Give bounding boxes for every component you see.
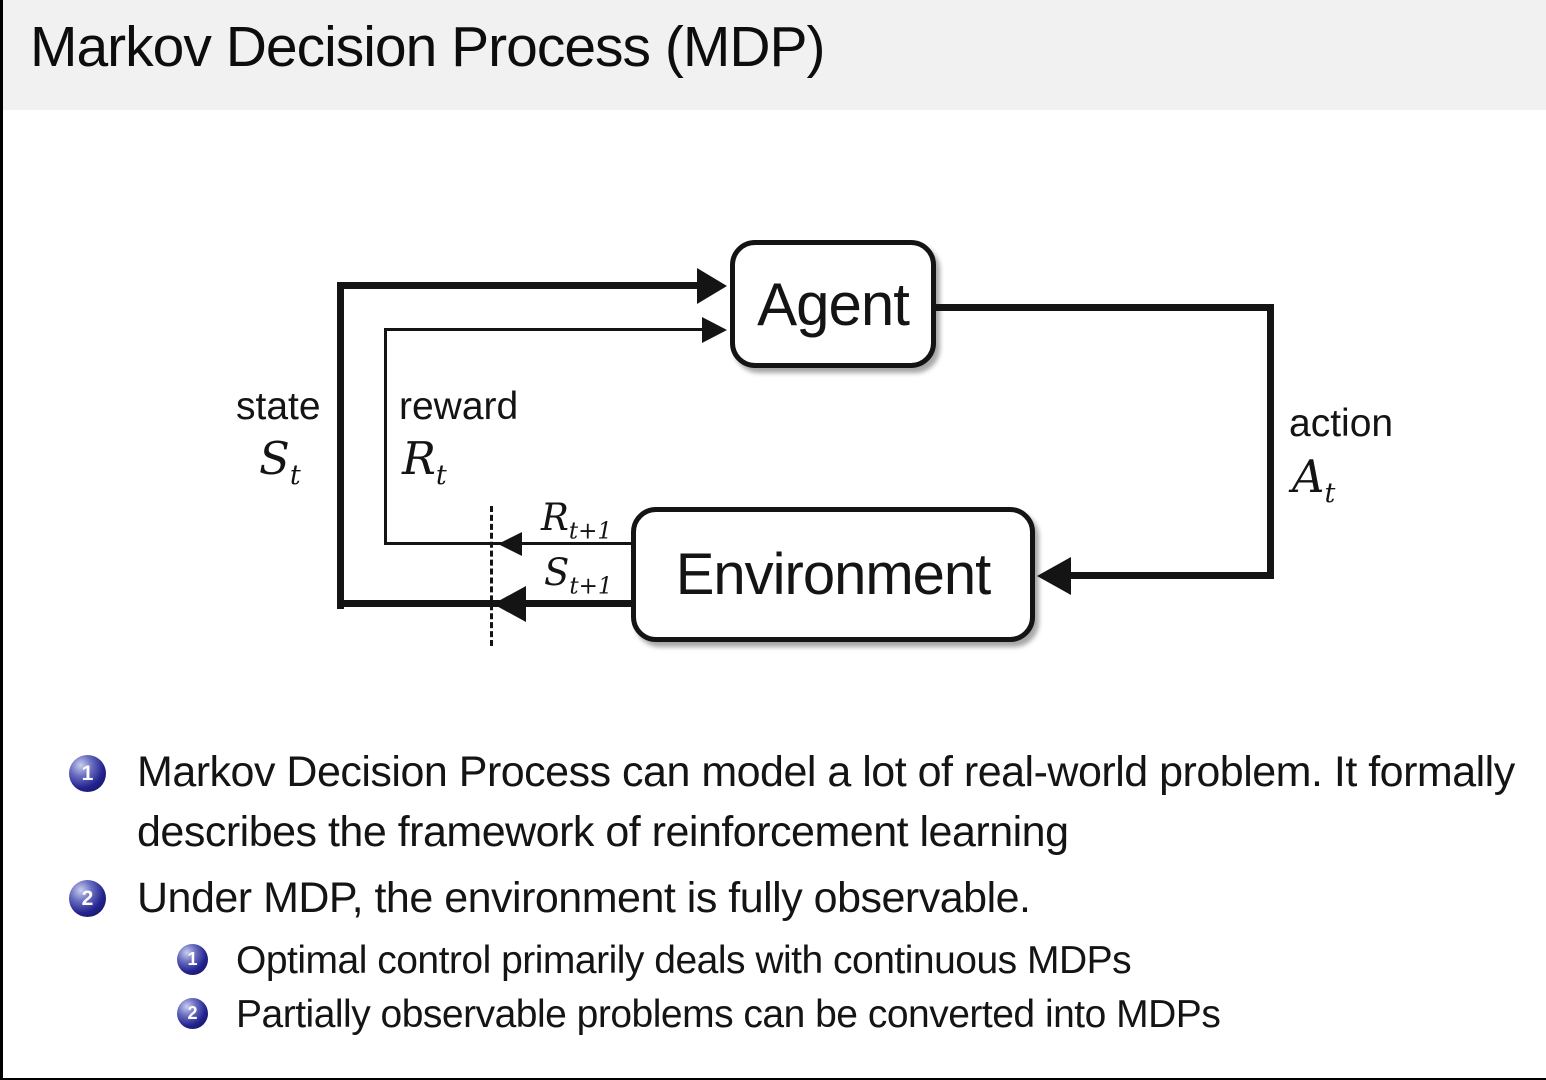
next-reward-arrowhead-icon (498, 532, 522, 556)
next-state-symbol: St+1 (544, 551, 613, 600)
bullet-1-text: Markov Decision Process can model a lot … (137, 748, 1515, 856)
bullet-2-text: Under MDP, the environment is fully obse… (137, 874, 1031, 922)
action-arrowhead-icon (1037, 557, 1071, 595)
next-state-arrowhead-icon (493, 586, 526, 622)
reward-line-vertical (384, 328, 387, 545)
next-state-line (337, 600, 631, 607)
state-line-top (337, 282, 699, 289)
bullet-2-number-icon: 2 (69, 880, 106, 917)
sub-bullet-1-number: 1 (187, 949, 198, 969)
bullet-1-number: 1 (81, 761, 94, 785)
action-line-vertical (1267, 304, 1274, 579)
agent-label: Agent (757, 270, 910, 338)
action-symbol: At (1292, 450, 1336, 509)
sub-bullet-2-number-icon: 2 (177, 998, 208, 1029)
state-symbol: St (259, 432, 301, 491)
environment-label: Environment (675, 542, 992, 607)
next-reward-symbol: Rt+1 (541, 496, 613, 545)
reward-symbol: Rt (402, 432, 447, 491)
sub-bullet-1-number-icon: 1 (177, 944, 208, 975)
reward-line-top (384, 328, 703, 331)
title-bar: Markov Decision Process (MDP) (3, 0, 1546, 110)
page-title: Markov Decision Process (MDP) (30, 15, 825, 79)
sub-bullet-2-text: Partially observable problems can be con… (236, 993, 1221, 1036)
timestep-boundary-line (490, 506, 493, 646)
bullet-1-number-icon: 1 (69, 755, 106, 792)
environment-node: Environment (631, 507, 1035, 642)
bullet-2-number: 2 (81, 886, 94, 910)
agent-node: Agent (730, 240, 936, 368)
state-line-vertical (337, 282, 344, 609)
action-line-top (936, 304, 1274, 311)
state-label: state (236, 385, 321, 428)
action-label: action (1289, 402, 1394, 445)
reward-label: reward (399, 385, 519, 428)
sub-bullet-1-text: Optimal control primarily deals with con… (236, 939, 1132, 982)
action-line-bottom (1065, 572, 1274, 579)
state-arrowhead-icon (697, 268, 727, 304)
sub-bullet-2-number: 2 (187, 1003, 198, 1023)
reward-arrowhead-icon (702, 317, 727, 343)
